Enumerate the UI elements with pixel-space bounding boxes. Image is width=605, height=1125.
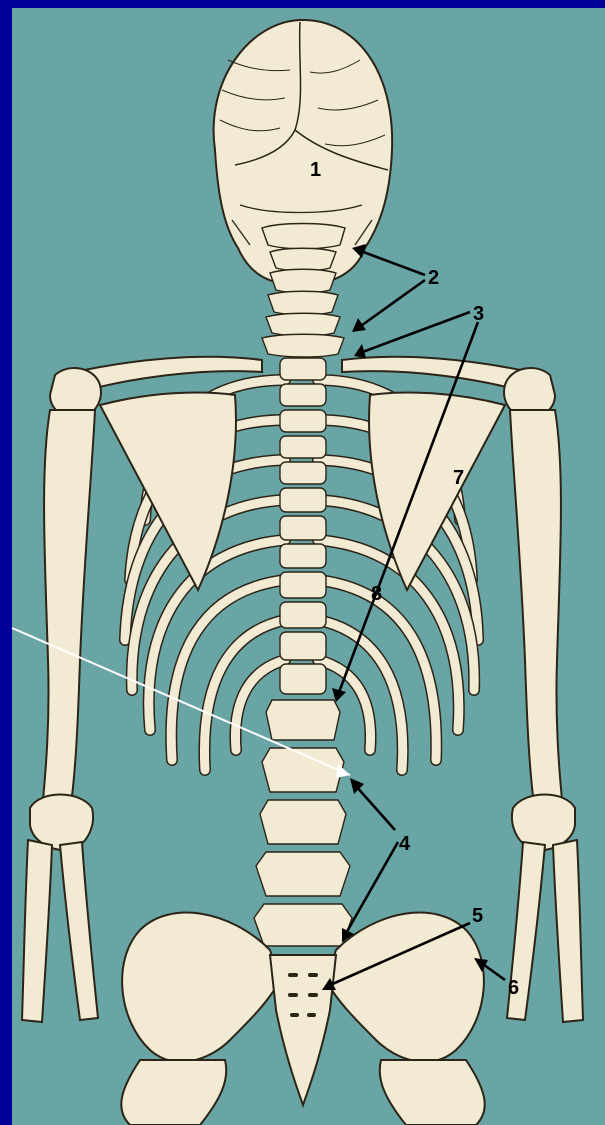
label-5: 5 [472,905,483,927]
label-1: 1 [310,159,321,181]
label-8: 8 [371,583,382,605]
label-6: 6 [508,977,519,999]
label-2: 2 [428,267,439,289]
label-3: 3 [473,303,484,325]
label-4: 4 [399,833,411,855]
label-7: 7 [453,467,464,489]
